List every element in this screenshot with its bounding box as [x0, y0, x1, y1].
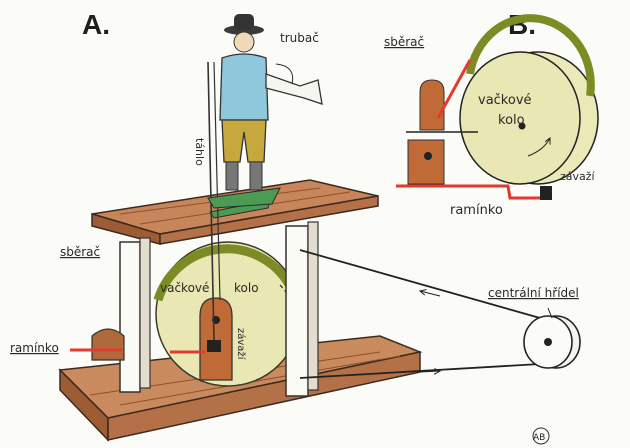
panel-a-title: A. [82, 9, 110, 40]
label-weight-a: závaží [235, 328, 247, 361]
label-arm-a: ramínko [10, 341, 59, 355]
label-collector-b: sběrač [384, 35, 424, 49]
label-weight-b: závaží [560, 170, 596, 183]
label-cam-wheel-b-2: kolo [498, 113, 525, 128]
label-cam-wheel-a-2: kolo [234, 281, 259, 295]
label-collector-a: sběrač [60, 245, 100, 259]
signature-text: AB [533, 433, 545, 443]
signature-mark: AB [533, 428, 549, 444]
label-central-shaft: centrální hřídel [488, 286, 579, 300]
label-arm-b: ramínko [450, 203, 503, 218]
label-cam-wheel-b-1: vačkové [478, 93, 532, 108]
arm-a [70, 329, 124, 360]
label-trumpeter: trubač [280, 31, 319, 45]
label-cam-wheel-a-1: vačkové [160, 281, 209, 295]
label-rod: táhlo [193, 138, 206, 166]
central-shaft-pulley [524, 308, 580, 368]
